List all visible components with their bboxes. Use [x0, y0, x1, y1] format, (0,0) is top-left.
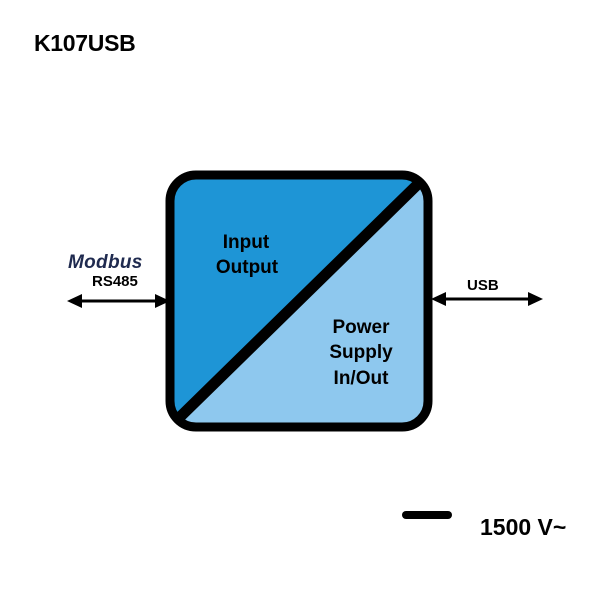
block-diagonal-divider [175, 180, 422, 422]
usb-arrow-left-head [431, 292, 446, 306]
supply-label: Supply [329, 342, 393, 363]
usb-label: USB [467, 277, 499, 294]
modbus-logo: Modbus [68, 252, 143, 273]
rs485-arrow-left-head [67, 294, 82, 308]
output-label: Output [215, 257, 279, 278]
isolation-symbol [402, 511, 452, 519]
rs485-label: RS485 [92, 273, 138, 290]
product-title: K107USB [34, 30, 136, 56]
usb-arrow [431, 292, 543, 306]
rs485-arrow [67, 294, 170, 308]
isolation-voltage-label: 1500 V~ [480, 514, 567, 540]
rs485-arrow-right-head [155, 294, 170, 308]
power-label: Power [332, 317, 390, 338]
usb-arrow-right-head [528, 292, 543, 306]
in-out-label: In/Out [333, 368, 389, 389]
input-label: Input [222, 232, 270, 253]
